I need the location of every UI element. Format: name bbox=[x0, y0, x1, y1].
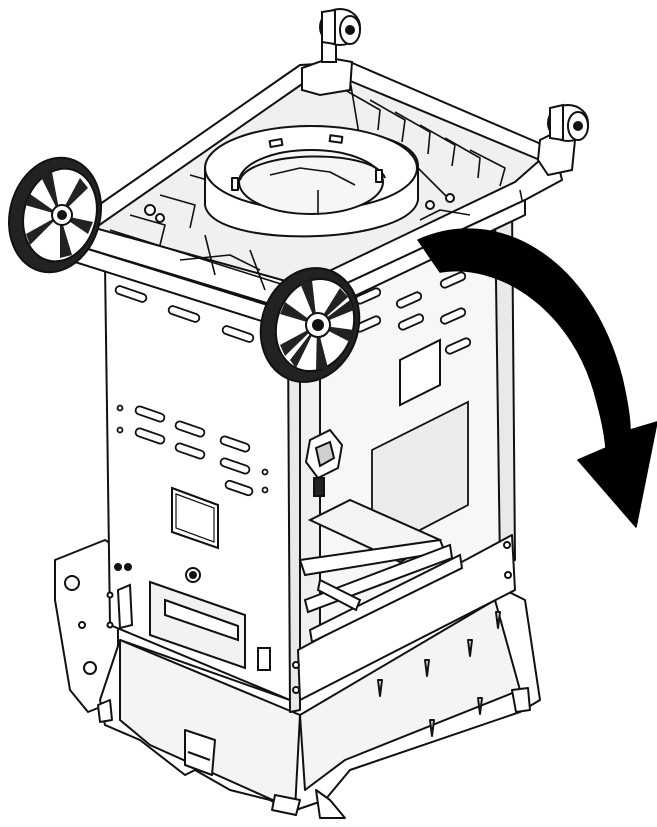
right-panel-cutout bbox=[399, 338, 441, 407]
housing-opening bbox=[238, 149, 384, 215]
left-panel-slots bbox=[114, 285, 269, 497]
base-foot-right bbox=[511, 687, 531, 713]
caster-left bbox=[301, 8, 361, 97]
wheel-front bbox=[259, 267, 361, 383]
wheel-left bbox=[8, 156, 102, 274]
bracket-hole-top bbox=[64, 575, 80, 591]
base-handle-notch bbox=[184, 729, 216, 776]
caster-right bbox=[536, 103, 589, 177]
base-front-face bbox=[119, 639, 301, 811]
base-housing bbox=[54, 539, 541, 819]
adjust-knob bbox=[304, 428, 344, 497]
top-frame bbox=[69, 61, 563, 331]
bracket-hole-bottom bbox=[83, 661, 97, 675]
rotation-arrow-icon bbox=[417, 228, 657, 528]
left-panel-lower-opening bbox=[106, 563, 271, 671]
base-foot-rear bbox=[315, 789, 346, 819]
left-panel-cutout bbox=[171, 486, 219, 550]
base-slots bbox=[377, 611, 501, 737]
interior-frame bbox=[298, 498, 464, 644]
base-foot-left bbox=[97, 699, 113, 723]
base-foot-front bbox=[271, 794, 301, 816]
